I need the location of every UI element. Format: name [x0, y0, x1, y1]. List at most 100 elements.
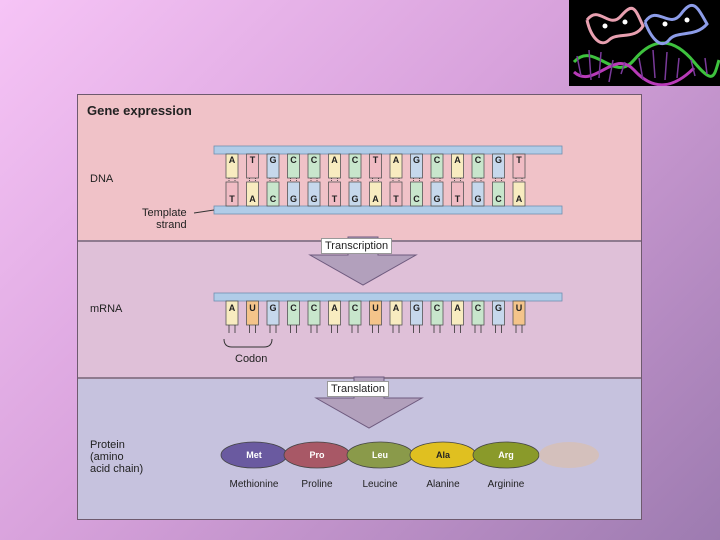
mrna-base-letter: A: [331, 303, 338, 313]
amino-acid-abbr: Arg: [498, 450, 514, 460]
dna-top-base-letter: T: [516, 155, 522, 165]
dna-bottom-base-letter: G: [474, 194, 481, 204]
dna-top-backbone: [213, 145, 563, 155]
codon-bracket: [223, 338, 273, 348]
dna-top-base-letter: G: [413, 155, 420, 165]
mrna-base: [369, 300, 382, 326]
amino-acid-abbr: Met: [246, 450, 262, 460]
dna-top-base-letter: G: [495, 155, 502, 165]
dna-top-base-letter: A: [331, 155, 338, 165]
dna-top-base: [389, 153, 403, 179]
dna-bottom-base: [369, 181, 382, 207]
dna-bottom-base-letter: C: [495, 194, 502, 204]
mrna-base-letter: G: [269, 303, 276, 313]
dna-bottom-base-letter: A: [249, 194, 256, 204]
dna-top-base: [266, 153, 280, 179]
mrna-base: [389, 300, 403, 326]
mrna-base: [430, 300, 444, 326]
mrna-base: [246, 300, 259, 326]
dna-top-base: [348, 153, 362, 179]
dna-bottom-backbone: [213, 205, 563, 215]
mrna-base: [287, 300, 300, 326]
amino-acid-name: Arginine: [488, 479, 525, 490]
mrna-base-letter: C: [434, 303, 441, 313]
dna-top-base: [410, 153, 423, 179]
dna-top-base: [512, 153, 526, 179]
dna-bottom-base: [410, 181, 423, 207]
mrna-base: [451, 300, 464, 326]
dna-bottom-base: [266, 181, 280, 207]
translation-arrow: [314, 376, 424, 429]
dna-top-base: [307, 153, 321, 179]
mrna-base-letter: C: [290, 303, 297, 313]
mrna-base: [512, 300, 526, 326]
mrna-base: [471, 300, 485, 326]
dna-top-base-letter: T: [373, 155, 379, 165]
dna-bottom-base-letter: T: [455, 194, 461, 204]
dna-top-base-letter: C: [311, 155, 318, 165]
mrna-base-letter: C: [475, 303, 482, 313]
dna-top-base: [430, 153, 444, 179]
mrna-base-letter: U: [516, 303, 523, 313]
dna-top-base: [492, 153, 505, 179]
mrna-base: [492, 300, 505, 326]
dna-top-base: [246, 153, 259, 179]
mrna-base-letter: C: [352, 303, 359, 313]
mrna-base: [328, 300, 341, 326]
amino-acid-abbr: Leu: [372, 450, 388, 460]
dna-top-base: [451, 153, 464, 179]
dna-bottom-base-letter: G: [433, 194, 440, 204]
dna-bottom-base-letter: C: [270, 194, 277, 204]
dna-top-base-letter: A: [454, 155, 461, 165]
dna-top-base-letter: C: [290, 155, 297, 165]
amino-acid-abbr: Ala: [436, 450, 451, 460]
dna-bottom-base: [389, 181, 403, 207]
dna-top-base-letter: C: [475, 155, 482, 165]
amino-acid-fading: [539, 442, 599, 468]
dna-bottom-base: [348, 181, 362, 207]
dna-bottom-base: [225, 181, 239, 207]
template-strand-label: Template strand: [142, 207, 187, 231]
amino-acid-name: Proline: [301, 479, 333, 490]
mrna-base-letter: A: [393, 303, 400, 313]
dna-top-base: [328, 153, 341, 179]
dna-top-base-letter: T: [250, 155, 256, 165]
dna-top-base-letter: A: [229, 155, 236, 165]
dna-bottom-base-letter: T: [332, 194, 338, 204]
amino-acid-name: Leucine: [362, 479, 397, 490]
amino-acid-name: Methionine: [230, 479, 279, 490]
dna-bottom-base: [512, 181, 526, 207]
dna-bottom-base-letter: G: [351, 194, 358, 204]
mrna-base: [225, 300, 239, 326]
dna-bottom-base-letter: A: [516, 194, 523, 204]
mrna-base-letter: C: [311, 303, 318, 313]
amino-acid-abbr: Pro: [309, 450, 325, 460]
translation-label: Translation: [327, 381, 390, 397]
template-strand-pointer: [193, 209, 215, 214]
mrna-base-letter: A: [229, 303, 236, 313]
dna-top-base: [225, 153, 239, 179]
dna-bottom-base: [328, 181, 341, 207]
mrna-base: [307, 300, 321, 326]
mrna-label: mRNA: [90, 303, 123, 315]
figure-title: Gene expression: [87, 103, 192, 118]
dna-bottom-base-letter: G: [310, 194, 317, 204]
dna-bottom-base: [451, 181, 464, 207]
mrna-base-letter: G: [413, 303, 420, 313]
mrna-base: [348, 300, 362, 326]
dna-top-base-letter: C: [352, 155, 359, 165]
dna-bottom-base: [246, 181, 259, 207]
dna-top-base: [471, 153, 485, 179]
dna-bottom-base-letter: G: [290, 194, 297, 204]
mrna-base-letter: U: [372, 303, 379, 313]
amino-acid-name: Alanine: [426, 479, 460, 490]
mrna-base-letter: G: [495, 303, 502, 313]
codon-label: Codon: [235, 353, 268, 365]
dna-label: DNA: [90, 173, 114, 185]
dna-bottom-base-letter: C: [413, 194, 420, 204]
dna-protein-structure-image: [569, 0, 720, 86]
dna-bottom-base: [471, 181, 485, 207]
mrna-base-letter: A: [454, 303, 461, 313]
